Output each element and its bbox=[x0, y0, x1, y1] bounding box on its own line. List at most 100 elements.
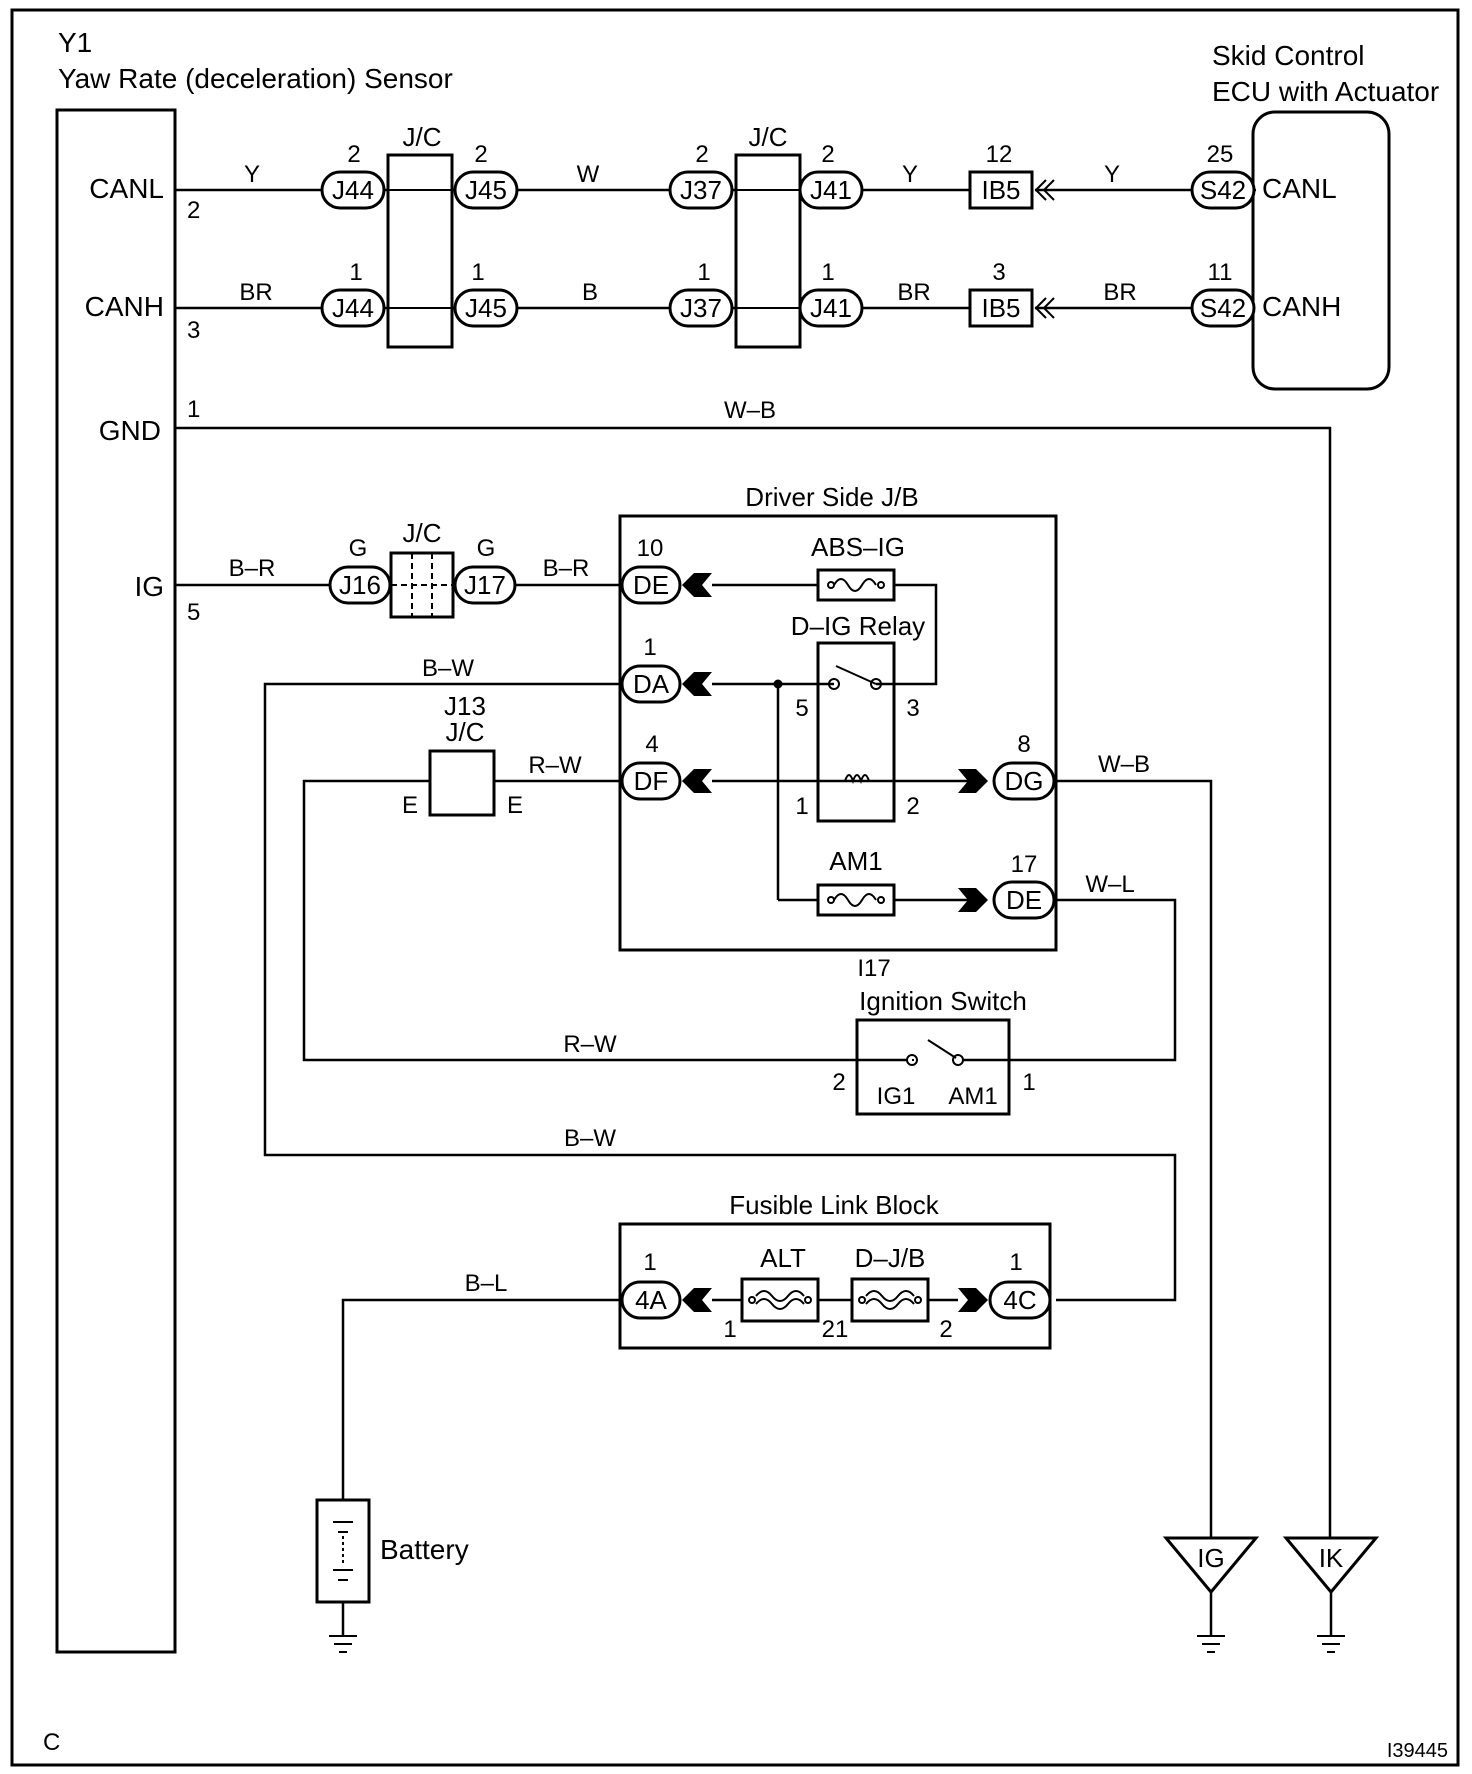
ecu-pin-canh-label: CANH bbox=[1262, 291, 1341, 322]
relay-pin-5: 5 bbox=[795, 695, 808, 722]
jb-da1-arrow bbox=[682, 672, 712, 696]
j13-jc-box bbox=[428, 749, 496, 817]
canh-j44-label: J44 bbox=[332, 293, 374, 323]
flb-4c-label: 4C bbox=[1003, 1285, 1036, 1315]
relay-pin-3: 3 bbox=[906, 695, 919, 722]
jb-junction-dot bbox=[773, 679, 783, 689]
canh-j37-connector bbox=[668, 288, 734, 328]
ignition-pin-right: 1 bbox=[1022, 1069, 1035, 1096]
canh-j41-label: J41 bbox=[810, 293, 852, 323]
canl-s42-connector bbox=[1190, 170, 1256, 210]
canh-s42-connector bbox=[1190, 288, 1256, 328]
dg-de17-wiring: W–B W–L bbox=[1010, 751, 1213, 1580]
wire-color-canh-3: BR bbox=[897, 279, 930, 306]
flb-4a-arrow bbox=[682, 1288, 712, 1312]
wire-color-da: B–W bbox=[422, 655, 474, 682]
ground-ig-triangle bbox=[1162, 1536, 1260, 1595]
ig-j16-color: G bbox=[349, 535, 368, 562]
relay-contact-right bbox=[870, 678, 882, 690]
wire-color-ig-1: B–R bbox=[229, 555, 276, 582]
jb-dg8-arrow bbox=[958, 769, 988, 793]
djb-link-end-l bbox=[858, 1296, 866, 1304]
wire-color-canh-4: BR bbox=[1103, 279, 1136, 306]
canh-s42-num: 11 bbox=[1208, 259, 1233, 286]
wire-color-ign-rw: R–W bbox=[563, 1031, 617, 1058]
abs-ig-fuse-element bbox=[833, 578, 877, 592]
canh-j41-num: 1 bbox=[821, 259, 834, 286]
canl-j45-connector bbox=[453, 170, 519, 210]
ignition-pin-left: 2 bbox=[832, 1069, 845, 1096]
flb-4c-arrow bbox=[958, 1288, 988, 1312]
sensor-name: Yaw Rate (deceleration) Sensor bbox=[58, 63, 453, 94]
j13-right-pin: E bbox=[507, 792, 523, 819]
jb-de17-num: 17 bbox=[1011, 851, 1038, 878]
j13-code: J13 bbox=[444, 691, 486, 721]
canl-j44-num: 2 bbox=[347, 141, 360, 168]
jb-code: I17 bbox=[857, 955, 890, 982]
abs-ig-fuse-end-r bbox=[877, 581, 885, 589]
ig-jc-label: J/C bbox=[403, 518, 442, 548]
relay-pin-1: 1 bbox=[795, 793, 808, 820]
ignition-ig1: IG1 bbox=[877, 1083, 916, 1110]
skid-control-ecu: Skid Control ECU with Actuator CANL CANH bbox=[1212, 40, 1439, 391]
sensor-pin-canh-label: CANH bbox=[85, 291, 164, 322]
alt-link-end-l bbox=[748, 1296, 756, 1304]
can-jc-1-label: J/C bbox=[403, 122, 442, 152]
jb-df4-label: DF bbox=[634, 766, 669, 796]
alt-link-end-r bbox=[804, 1296, 812, 1304]
canh-s42-label: S42 bbox=[1200, 293, 1246, 323]
flb-4a-num: 1 bbox=[643, 1249, 656, 1276]
canl-ib5-chevron bbox=[1034, 179, 1055, 201]
canh-j41-connector bbox=[798, 288, 864, 328]
gnd-wiring: W–B bbox=[175, 397, 1332, 1580]
canh-ib5-connector bbox=[968, 288, 1034, 328]
ground-ik-triangle bbox=[1282, 1536, 1380, 1595]
jb-body bbox=[618, 514, 1058, 952]
canh-j44-num: 1 bbox=[349, 259, 362, 286]
j13-left-pin: E bbox=[402, 792, 418, 819]
canl-ib5-num: 12 bbox=[986, 141, 1013, 168]
abs-ig-label: ABS–IG bbox=[811, 532, 905, 562]
flb-pin-21: 21 bbox=[822, 1316, 849, 1343]
jb-da1-label: DA bbox=[633, 669, 670, 699]
canh-j45-connector bbox=[453, 288, 519, 328]
ground-ik-label: IK bbox=[1319, 1543, 1344, 1573]
wire-color-gnd: W–B bbox=[724, 397, 776, 424]
djb-label: D–J/B bbox=[855, 1243, 926, 1273]
am1-fuse-end-l bbox=[827, 896, 835, 904]
ignition-switch: Ignition Switch IG1 AM1 2 1 bbox=[832, 986, 1036, 1116]
canl-j41-num: 2 bbox=[821, 141, 834, 168]
canl-j37-connector bbox=[668, 170, 734, 210]
sensor-pin-canl-num: 2 bbox=[187, 197, 200, 224]
canl-ib5-connector bbox=[968, 170, 1034, 210]
jb-de10-arrow bbox=[682, 573, 712, 597]
wire-color-canl-4: Y bbox=[1104, 161, 1120, 188]
relay-contact-left bbox=[828, 678, 840, 690]
wire-color-canl-3: Y bbox=[902, 161, 918, 188]
wire-color-bw-lower: B–W bbox=[564, 1125, 616, 1152]
ig-wiring: B–R B–R J16 G J/C J17 G bbox=[175, 518, 620, 619]
d-ig-relay bbox=[816, 641, 896, 823]
jb-da1-num: 1 bbox=[643, 634, 656, 661]
canl-ib5-label: IB5 bbox=[981, 175, 1020, 205]
wire-color-canh-2: B bbox=[582, 279, 598, 306]
flb-pin-1a: 1 bbox=[723, 1316, 736, 1343]
sensor-pin-ig-label: IG bbox=[134, 571, 164, 602]
sensor-pin-gnd-label: GND bbox=[99, 415, 161, 446]
canh-j44-connector bbox=[320, 288, 386, 328]
ignition-am1: AM1 bbox=[948, 1083, 997, 1110]
sensor-pin-gnd-num: 1 bbox=[187, 396, 200, 423]
wire-color-df: R–W bbox=[528, 752, 582, 779]
abs-ig-fuse bbox=[816, 568, 896, 602]
flb-4c-num: 1 bbox=[1009, 1249, 1022, 1276]
flb-4c-connector bbox=[988, 1280, 1052, 1320]
diagram-frame bbox=[10, 8, 1460, 1767]
ig-j17-connector bbox=[453, 565, 517, 605]
jb-df4-arrow bbox=[682, 769, 712, 793]
ground-point-ig: IG bbox=[1162, 1536, 1260, 1653]
can-jc-2 bbox=[734, 153, 802, 349]
relay-pin-2: 2 bbox=[906, 793, 919, 820]
sensor-pin-canl-label: CANL bbox=[89, 173, 164, 204]
sensor-body bbox=[55, 108, 177, 1654]
jb-title: Driver Side J/B bbox=[745, 482, 918, 512]
